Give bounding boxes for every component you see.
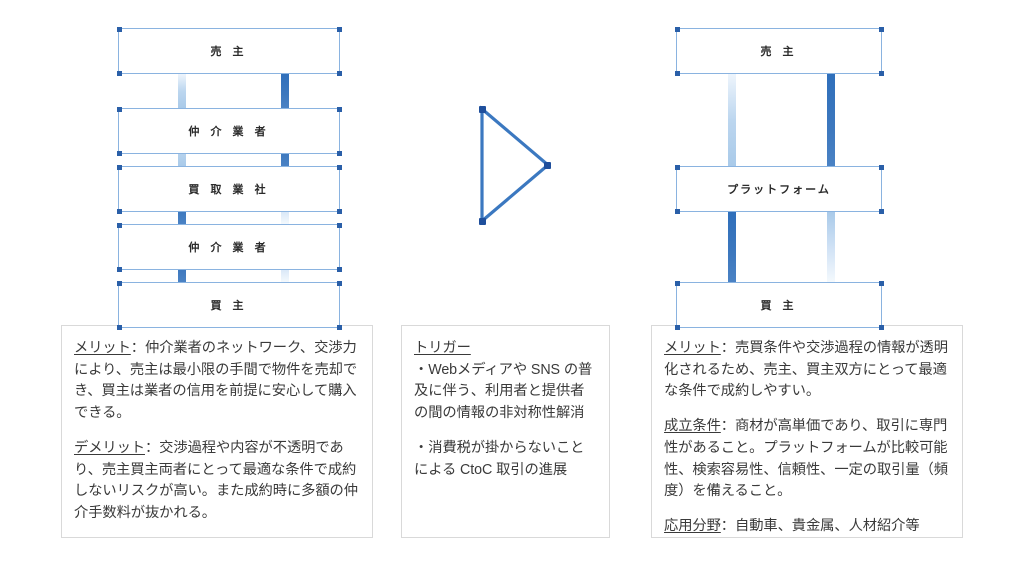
- node-buyer[interactable]: 買 主: [674, 280, 884, 330]
- resize-handle-bottom-left[interactable]: [116, 150, 122, 156]
- resize-handle-top-left[interactable]: [116, 280, 122, 286]
- trigger-notes-panel[interactable]: トリガー ・Webメディアや SNS の普及に伴う、利用者と提供者の間の情報の非…: [401, 325, 610, 538]
- resize-handle-bottom-left[interactable]: [116, 70, 122, 76]
- resize-handle-bottom-right[interactable]: [878, 208, 884, 214]
- paragraph-merit-body: ：売買条件や交渉過程の情報が透明化されるため、売主、買主双方にとって最適な条件で…: [664, 340, 948, 400]
- paragraph-trigger-item-1: ・Webメディアや SNS の普及に伴う、利用者と提供者の間の情報の非対称性解消: [414, 360, 597, 425]
- paragraph-merit: メリット：仲介業者のネットワーク、交渉力により、売主は最小限の手間で物件を売却で…: [74, 338, 360, 425]
- node-broker-2-label: 仲 介 業 者: [188, 242, 270, 254]
- resize-handle-bottom-right[interactable]: [336, 266, 342, 272]
- resize-handle-top-right[interactable]: [336, 164, 342, 170]
- vertex-handle-right[interactable]: [544, 162, 551, 169]
- resize-handle-bottom-right[interactable]: [336, 70, 342, 76]
- resize-handle-bottom-left[interactable]: [674, 208, 680, 214]
- vertex-handle-bottom[interactable]: [479, 218, 486, 225]
- paragraph-demerit-body: ：交渉過程や内容が不透明であり、売主買主両者にとって最適な条件で成約しないリスク…: [74, 439, 358, 522]
- resize-handle-top-right[interactable]: [878, 26, 884, 32]
- connector-seller-platform-left: [728, 74, 736, 166]
- resize-handle-bottom-left[interactable]: [674, 324, 680, 330]
- resize-handle-bottom-left[interactable]: [674, 70, 680, 76]
- connector-platform-buyer-right: [827, 212, 835, 282]
- platform-model-notes-panel[interactable]: メリット：売買条件や交渉過程の情報が透明化されるため、売主、買主双方にとって最適…: [651, 325, 963, 538]
- node-broker-1[interactable]: 仲 介 業 者: [116, 106, 342, 156]
- resize-handle-top-right[interactable]: [336, 26, 342, 32]
- node-broker-1-label: 仲 介 業 者: [188, 126, 270, 138]
- resize-handle-bottom-right[interactable]: [878, 324, 884, 330]
- resize-handle-top-right[interactable]: [336, 280, 342, 286]
- resize-handle-top-right[interactable]: [336, 222, 342, 228]
- resize-handle-bottom-right[interactable]: [336, 324, 342, 330]
- paragraph-merit-body: ：仲介業者のネットワーク、交渉力により、売主は最小限の手間で物件を売却でき、買主…: [74, 340, 358, 422]
- resize-handle-top-left[interactable]: [116, 164, 122, 170]
- paragraph-trigger-lead: トリガー: [414, 340, 471, 356]
- node-buyer-label: 買 主: [760, 300, 798, 312]
- resize-handle-bottom-right[interactable]: [336, 150, 342, 156]
- node-seller-label: 売 主: [210, 46, 248, 58]
- node-seller[interactable]: 売 主: [116, 26, 342, 76]
- paragraph-conditions-lead: 成立条件: [664, 418, 721, 435]
- resize-handle-top-left[interactable]: [674, 26, 680, 32]
- node-seller[interactable]: 売 主: [674, 26, 884, 76]
- right-diagram: 売 主 プラットフォーム 買 主: [674, 26, 884, 330]
- resize-handle-bottom-left[interactable]: [116, 324, 122, 330]
- node-buyer[interactable]: 買 主: [116, 280, 342, 330]
- node-reseller[interactable]: 買 取 業 社: [116, 164, 342, 214]
- resize-handle-top-right[interactable]: [336, 106, 342, 112]
- resize-handle-top-left[interactable]: [116, 222, 122, 228]
- connector-seller-broker1-left: [178, 74, 186, 108]
- resize-handle-bottom-left[interactable]: [116, 208, 122, 214]
- paragraph-demerit-lead: デメリット: [74, 439, 145, 456]
- paragraph-applications-lead: 応用分野: [664, 518, 721, 535]
- paragraph-conditions: 成立条件：商材が高単価であり、取引に専門性があること。プラットフォームが比較可能…: [664, 416, 950, 503]
- traditional-model-notes-panel[interactable]: メリット：仲介業者のネットワーク、交渉力により、売主は最小限の手間で物件を売却で…: [61, 325, 373, 538]
- paragraph-trigger-title: トリガー: [414, 338, 597, 360]
- paragraph-trigger-item-1-body: ・Webメディアや SNS の普及に伴う、利用者と提供者の間の情報の非対称性解消: [414, 361, 593, 422]
- connector-seller-platform-right: [827, 74, 835, 166]
- node-buyer-label: 買 主: [210, 300, 248, 312]
- resize-handle-top-left[interactable]: [674, 164, 680, 170]
- resize-handle-top-left[interactable]: [116, 26, 122, 32]
- vertex-handle-top[interactable]: [479, 106, 486, 113]
- node-seller-label: 売 主: [760, 46, 798, 58]
- paragraph-merit: メリット：売買条件や交渉過程の情報が透明化されるため、売主、買主双方にとって最適…: [664, 338, 950, 403]
- left-diagram: 売 主 仲 介 業 者 買 取 業 社 仲 介 業 者 買 主: [116, 26, 342, 330]
- resize-handle-top-right[interactable]: [878, 164, 884, 170]
- paragraph-merit-lead: メリット: [74, 340, 131, 356]
- paragraph-trigger-item-2-body: ・消費税が掛からないことによる CtoC 取引の進展: [414, 439, 585, 478]
- node-reseller-label: 買 取 業 社: [188, 184, 270, 196]
- resize-handle-bottom-right[interactable]: [878, 70, 884, 76]
- resize-handle-top-left[interactable]: [674, 280, 680, 286]
- resize-handle-top-left[interactable]: [116, 106, 122, 112]
- node-broker-2[interactable]: 仲 介 業 者: [116, 222, 342, 272]
- paragraph-conditions-body: ：商材が高単価であり、取引に専門性があること。プラットフォームが比較可能性、検索…: [664, 418, 948, 500]
- resize-handle-top-right[interactable]: [878, 280, 884, 286]
- triangle-icon: [480, 105, 551, 225]
- resize-handle-bottom-left[interactable]: [116, 266, 122, 272]
- connector-seller-broker1-right: [281, 74, 289, 108]
- paragraph-applications: 応用分野：自動車、貴金属、人材紹介等: [664, 516, 950, 538]
- paragraph-merit-lead: メリット: [664, 340, 721, 356]
- play-triangle-shape[interactable]: [478, 105, 556, 225]
- node-platform-label: プラットフォーム: [727, 184, 831, 196]
- paragraph-trigger-item-2: ・消費税が掛からないことによる CtoC 取引の進展: [414, 438, 597, 481]
- node-platform[interactable]: プラットフォーム: [674, 164, 884, 214]
- connector-platform-buyer-left: [728, 212, 736, 282]
- paragraph-applications-body: ：自動車、貴金属、人材紹介等: [720, 518, 920, 535]
- resize-handle-bottom-right[interactable]: [336, 208, 342, 214]
- paragraph-demerit: デメリット：交渉過程や内容が不透明であり、売主買主両者にとって最適な条件で成約し…: [74, 438, 360, 525]
